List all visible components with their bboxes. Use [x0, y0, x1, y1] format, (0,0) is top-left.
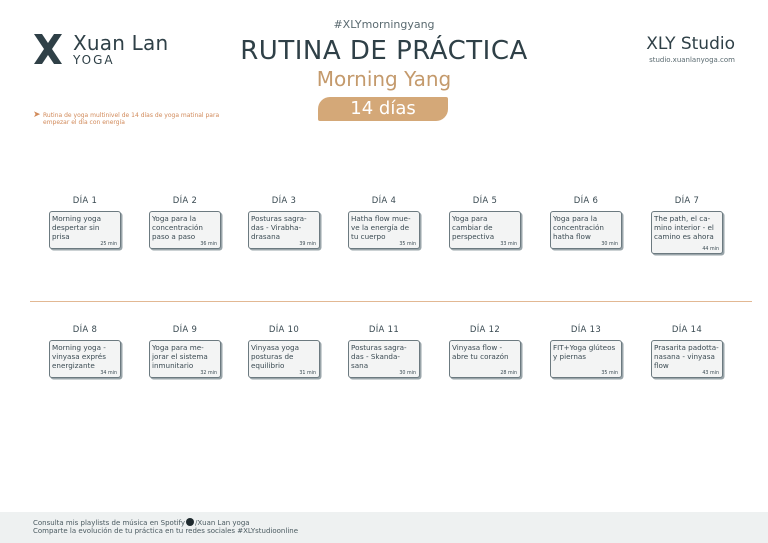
studio-name: XLY Studio [646, 34, 735, 54]
day-duration: 43 min [702, 371, 719, 376]
day-session-title: Vinyasa flow - abre tu corazón [452, 343, 509, 362]
day-duration: 39 min [299, 242, 316, 247]
day-label: DÍA 5 [472, 196, 498, 206]
day-session-title: Yoga para me-jorar el sistema inmunitari… [152, 343, 208, 371]
xly-logo-icon [34, 34, 62, 64]
day-duration: 34 min [100, 371, 117, 376]
day-card[interactable]: FIT+Yoga glúteos y piernas 35 min [550, 340, 622, 378]
day-label: DÍA 6 [573, 196, 599, 206]
day-duration: 30 min [399, 371, 416, 376]
day-cell[interactable]: DÍA 13 FIT+Yoga glúteos y piernas 35 min [550, 325, 622, 378]
description: ➤ Rutina de yoga multinivel de 14 días d… [33, 110, 228, 127]
day-duration: 32 min [200, 371, 217, 376]
day-cell[interactable]: DÍA 3 Posturas sagra-das - Virabha-drasan… [248, 196, 320, 249]
day-duration: 31 min [299, 371, 316, 376]
day-label: DÍA 8 [72, 325, 98, 335]
hashtag: #XLYmorningyang [333, 18, 435, 31]
day-session-title: Posturas sagra-das - Skanda-sana [351, 343, 407, 371]
spotify-icon[interactable] [186, 518, 195, 526]
day-duration: 28 min [500, 371, 517, 376]
day-cell[interactable]: DÍA 4 Hatha flow mue-ve la energía de tu … [348, 196, 420, 249]
day-card[interactable]: The path, el ca-mino interior - el camin… [651, 211, 723, 254]
day-session-title: Vinyasa yoga posturas de equilibrio [251, 343, 300, 371]
day-label: DÍA 13 [570, 325, 602, 335]
day-cell[interactable]: DÍA 12 Vinyasa flow - abre tu corazón 28 m… [449, 325, 521, 378]
day-label: DÍA 1 [72, 196, 98, 206]
day-duration: 30 min [601, 242, 618, 247]
day-label: DÍA 2 [172, 196, 198, 206]
day-cell[interactable]: DÍA 10 Vinyasa yoga posturas de equilibri… [248, 325, 320, 378]
day-duration: 35 min [601, 371, 618, 376]
day-cell[interactable]: DÍA 8 Morning yoga - vinyasa exprés energ… [49, 325, 121, 378]
page-subtitle: Morning Yang [316, 67, 452, 91]
day-card[interactable]: Morning yoga - vinyasa exprés energizant… [49, 340, 121, 378]
studio-url[interactable]: studio.xuanlanyoga.com [649, 56, 735, 64]
day-duration: 36 min [200, 242, 217, 247]
day-cell[interactable]: DÍA 6 Yoga para la concentración hatha fl… [550, 196, 622, 249]
day-session-title: FIT+Yoga glúteos y piernas [553, 343, 616, 362]
day-cell[interactable]: DÍA 14 Prasarita padotta-nasana - vinyasa… [651, 325, 723, 378]
footer-line-2: Comparte la evolución de tu práctica en … [33, 527, 299, 535]
day-session-title: Hatha flow mue-ve la energía de tu cuerp… [351, 214, 411, 242]
day-session-title: Yoga para la concentración hatha flow [553, 214, 604, 242]
day-duration: 25 min [100, 242, 117, 247]
footer: Consulta mis playlists de música en Spot… [0, 512, 768, 543]
day-session-title: Yoga para cambiar de perspectiva [452, 214, 495, 242]
day-card[interactable]: Yoga para me-jorar el sistema inmunitari… [149, 340, 221, 378]
day-session-title: Posturas sagra-das - Virabha-drasana [251, 214, 307, 242]
day-label: DÍA 4 [371, 196, 397, 206]
day-duration: 33 min [500, 242, 517, 247]
days-badge: 14 días [318, 97, 448, 121]
page-title: RUTINA DE PRÁCTICA [240, 36, 528, 66]
brand-logo: Xuan Lan YOGA [33, 31, 183, 71]
day-session-title: Prasarita padotta-nasana - vinyasa flow [654, 343, 719, 371]
day-session-title: Morning yoga despertar sin prisa [52, 214, 101, 242]
day-label: DÍA 9 [172, 325, 198, 335]
day-session-title: Yoga para la concentración paso a paso [152, 214, 203, 242]
studio-block: XLY Studio studio.xuanlanyoga.com [646, 34, 735, 64]
day-cell[interactable]: DÍA 9 Yoga para me-jorar el sistema inmun… [149, 325, 221, 378]
day-label: DÍA 7 [674, 196, 700, 206]
day-session-title: Morning yoga - vinyasa exprés energizant… [52, 343, 106, 371]
footer-spotify-account[interactable]: /Xuan Lan yoga [195, 519, 250, 527]
footer-line-1: Consulta mis playlists de música en Spot… [33, 518, 250, 527]
footer-spotify-text: Consulta mis playlists de música en Spot… [33, 519, 186, 527]
day-session-title: The path, el ca-mino interior - el camin… [654, 214, 714, 242]
day-duration: 35 min [399, 242, 416, 247]
day-label: DÍA 12 [469, 325, 501, 335]
description-text: Rutina de yoga multinivel de 14 días de … [43, 112, 220, 126]
brand-name: Xuan Lan [73, 31, 169, 55]
day-label: DÍA 14 [671, 325, 703, 335]
day-duration: 44 min [702, 247, 719, 252]
day-cell[interactable]: DÍA 5 Yoga para cambiar de perspectiva 33 … [449, 196, 521, 249]
day-card[interactable]: Yoga para cambiar de perspectiva 33 min [449, 211, 521, 249]
row-divider [30, 301, 752, 302]
arrow-right-icon: ➤ [33, 110, 41, 120]
brand-sub: YOGA [73, 53, 115, 67]
day-label: DÍA 10 [268, 325, 300, 335]
day-cell[interactable]: DÍA 2 Yoga para la concentración paso a p… [149, 196, 221, 249]
day-card[interactable]: Vinyasa flow - abre tu corazón 28 min [449, 340, 521, 378]
day-label: DÍA 3 [271, 196, 297, 206]
day-card[interactable]: Hatha flow mue-ve la energía de tu cuerp… [348, 211, 420, 249]
day-cell[interactable]: DÍA 7 The path, el ca-mino interior - el … [651, 196, 723, 254]
day-label: DÍA 11 [368, 325, 400, 335]
